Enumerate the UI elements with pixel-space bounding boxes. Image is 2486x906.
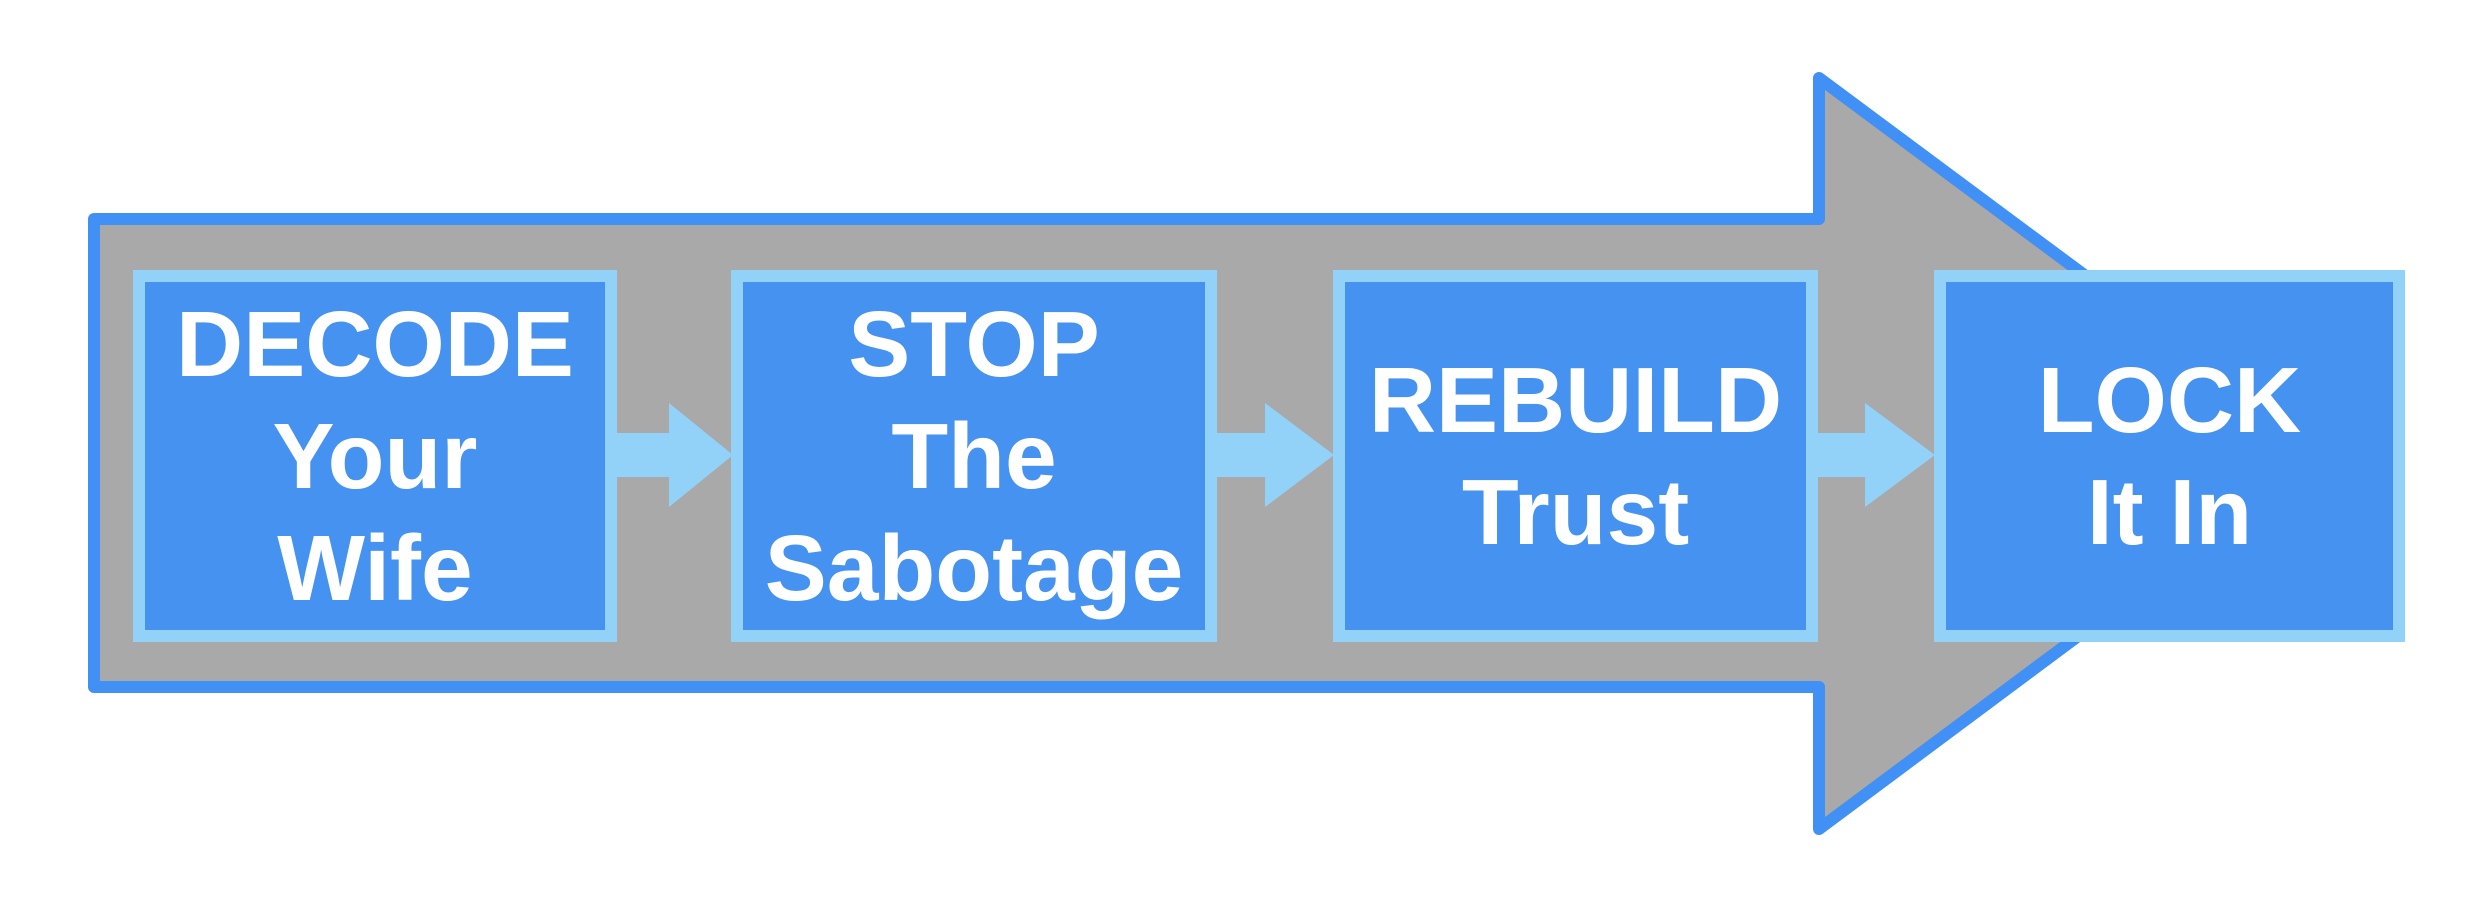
step-line: LOCK	[2037, 348, 2302, 452]
step-line: Your	[272, 404, 478, 508]
step-line: REBUILD	[1368, 348, 1783, 452]
step-line: The	[891, 404, 1057, 508]
step-line: It In	[2086, 460, 2253, 564]
step-box-lock: LOCK It In	[1934, 270, 2405, 642]
step-line: Sabotage	[764, 516, 1184, 620]
connector-arrow-icon-1	[612, 403, 733, 507]
step-line: Wife	[277, 516, 473, 620]
step-line: DECODE	[176, 292, 574, 396]
step-box-rebuild: REBUILD Trust	[1333, 270, 1818, 642]
step-line: Trust	[1461, 460, 1690, 564]
step-line: STOP	[848, 292, 1100, 396]
step-box-decode: DECODE Your Wife	[133, 270, 617, 642]
connector-arrow-icon-3	[1813, 403, 1935, 507]
step-box-stop: STOP The Sabotage	[731, 270, 1217, 642]
connector-arrow-icon-2	[1212, 403, 1334, 507]
